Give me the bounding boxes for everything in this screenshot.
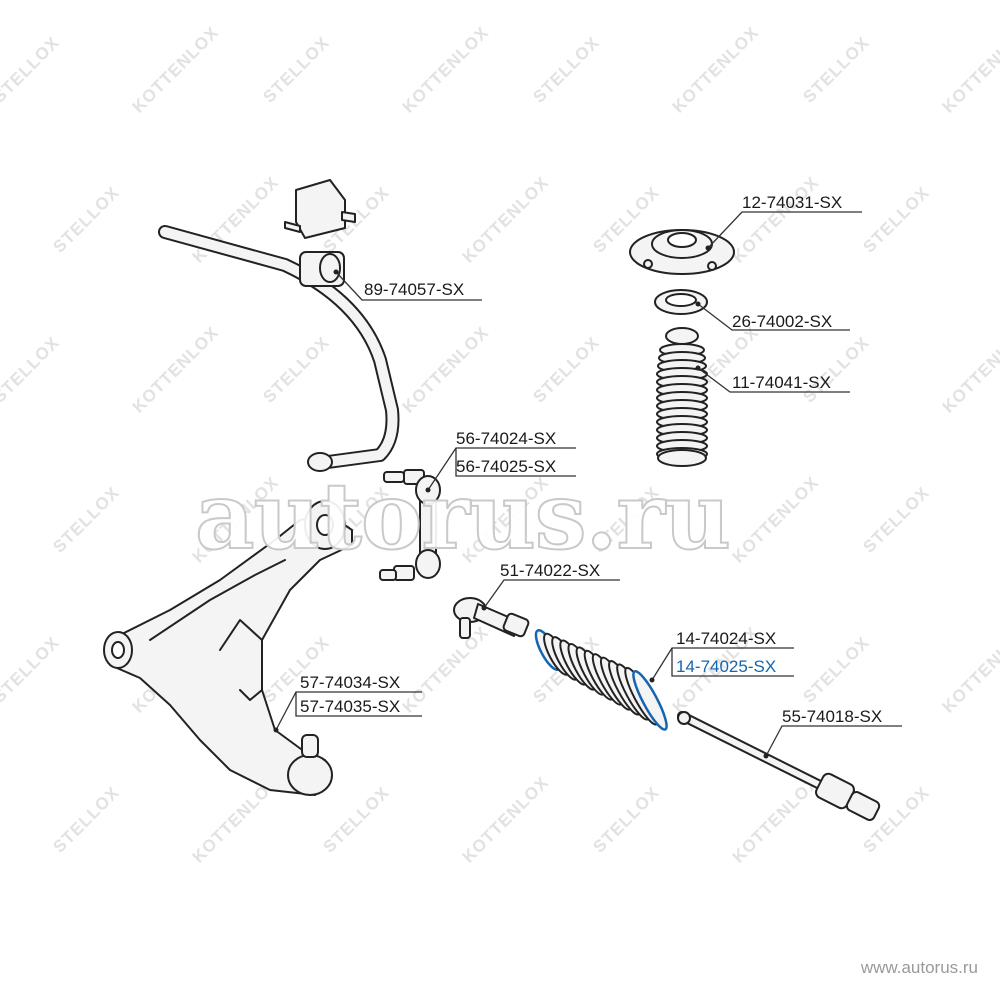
part-label-inner-tie-rod[interactable]: 55-74018-SX — [782, 707, 883, 726]
stabilizer-bushing — [284, 179, 356, 287]
part-label-stab-link-1[interactable]: 56-74024-SX — [456, 429, 557, 448]
stabilizer-link — [379, 469, 441, 581]
part-label-strut-mount[interactable]: 12-74031-SX — [742, 193, 843, 212]
part-label-steering-boot-1[interactable]: 14-74024-SX — [676, 629, 777, 648]
part-label-bearing[interactable]: 26-74002-SX — [732, 312, 833, 331]
steering-rack-boot — [534, 629, 668, 731]
part-label-tie-rod-end[interactable]: 51-74022-SX — [500, 561, 601, 580]
leader-lines — [275, 211, 902, 757]
stabilizer-bar — [158, 225, 400, 472]
strut-mount — [629, 229, 735, 275]
autorus-watermark: autorus.ru — [194, 461, 732, 571]
part-label-steering-boot-2[interactable]: 14-74025-SX — [676, 657, 777, 676]
strut-dust-boot — [656, 327, 708, 467]
lower-control-arm — [103, 500, 353, 796]
inner-tie-rod — [677, 711, 881, 821]
part-label-control-arm-1[interactable]: 57-74034-SX — [300, 673, 401, 692]
strut-bearing — [654, 289, 708, 315]
part-label-control-arm-2[interactable]: 57-74035-SX — [300, 697, 401, 716]
part-label-dust-boot[interactable]: 11-74041-SX — [732, 373, 831, 392]
tie-rod-end — [453, 597, 530, 639]
part-label-stabilizer-bushing[interactable]: 89-74057-SX — [364, 280, 465, 299]
part-label-stab-link-2[interactable]: 56-74025-SX — [456, 457, 557, 476]
footer-site-link[interactable]: www.autorus.ru — [860, 958, 978, 977]
